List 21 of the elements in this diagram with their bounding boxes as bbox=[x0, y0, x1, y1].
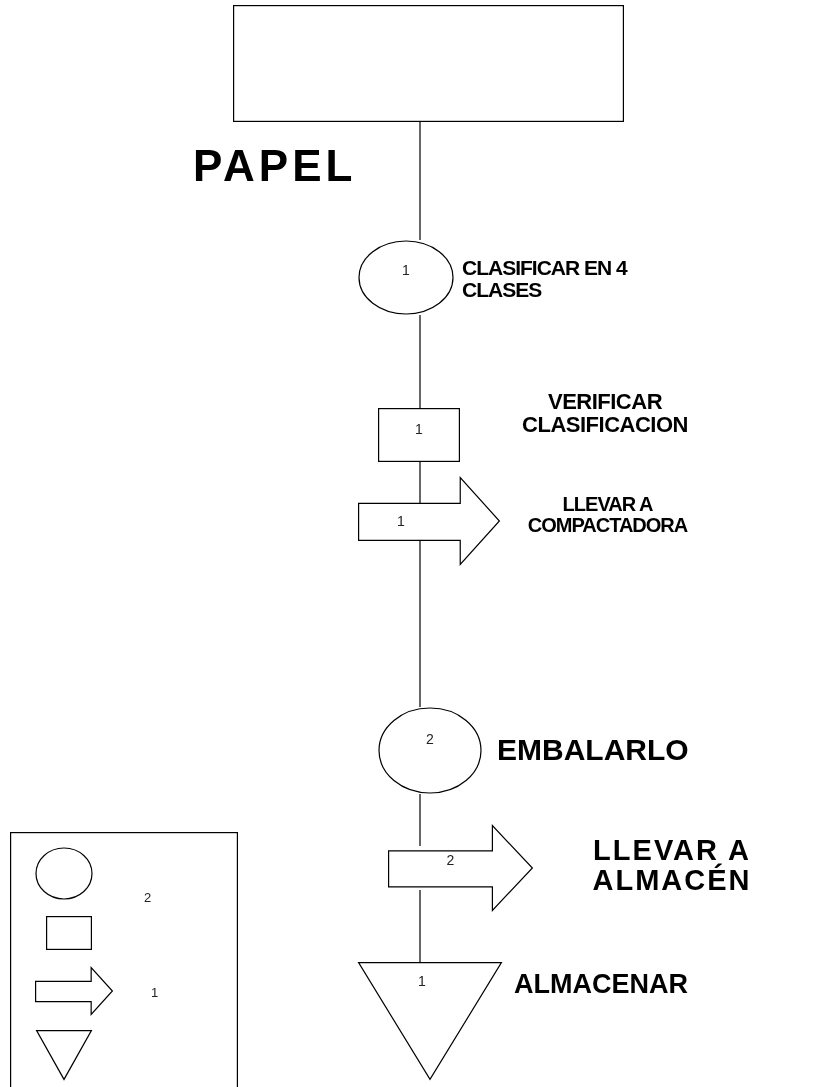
step-number: 2 bbox=[426, 730, 434, 747]
step-label: LLEVAR A ALMACÉN bbox=[591, 835, 753, 896]
count-number: 2 bbox=[144, 890, 152, 905]
count-number: 1 bbox=[151, 985, 159, 1000]
connector-line bbox=[419, 314, 421, 409]
connector-line bbox=[419, 889, 421, 963]
step-label: PAPEL bbox=[193, 143, 358, 190]
connector-line bbox=[419, 461, 421, 505]
step-label: ALMACENAR bbox=[514, 970, 689, 999]
step-number: 1 bbox=[418, 973, 426, 989]
connector-line bbox=[419, 540, 421, 708]
step-label: LLEVAR A COMPACTADORA bbox=[526, 494, 689, 536]
step-number: 1 bbox=[402, 261, 410, 278]
step-label: VERIFICAR CLASIFICACION bbox=[521, 390, 689, 437]
step-label: EMBALARLO bbox=[497, 734, 690, 766]
connector-line bbox=[419, 121, 421, 241]
step-number: 2 bbox=[446, 852, 455, 868]
step-number: 1 bbox=[397, 513, 405, 529]
step-label: CLASIFICAR EN 4 CLASES bbox=[462, 257, 627, 302]
connector-line bbox=[419, 793, 421, 847]
step-number: 1 bbox=[415, 421, 423, 437]
